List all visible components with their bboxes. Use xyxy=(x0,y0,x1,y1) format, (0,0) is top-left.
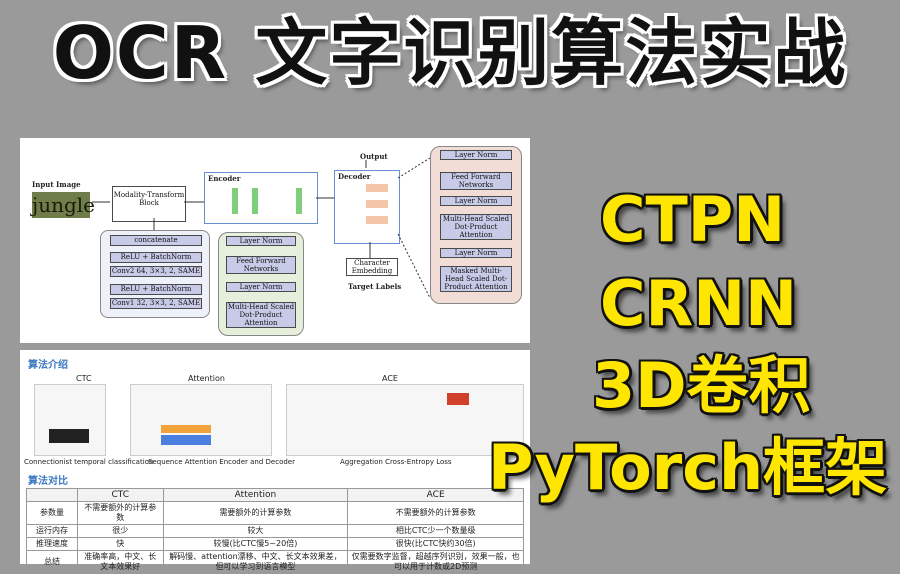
table-cell: 不需要额外的计算参数 xyxy=(77,501,164,525)
table-row: 参数量 不需要额外的计算参数 需要额外的计算参数 不需要额外的计算参数 xyxy=(26,501,524,525)
keyword-crnn: CRNN xyxy=(600,267,798,340)
dec-mha: Multi-Head Scaled Dot-Product Attention xyxy=(440,214,512,240)
dec-layer-norm-1: Layer Norm xyxy=(440,150,512,160)
encoder-bar-2 xyxy=(252,188,258,214)
table-row: 总结 准确率高，中文、长文本效果好 解码慢、attention漂移、中文、长文本… xyxy=(26,550,524,574)
table-cell: 很快(比CTC快约30倍) xyxy=(347,537,524,551)
decoder-label: Decoder xyxy=(338,172,371,181)
table-cell: 较慢(比CTC慢5~20倍) xyxy=(162,537,349,551)
ace-caption: Aggregation Cross-Entropy Loss xyxy=(340,458,452,466)
table-header: Attention xyxy=(162,488,349,502)
enc-layer-norm-1: Layer Norm xyxy=(226,236,296,246)
encoder-label: Encoder xyxy=(208,174,241,183)
page-title: OCR 文字识别算法实战 xyxy=(52,11,848,95)
table-cell: 仅需要数字监督，超越序列识别，效果一般，也可以用于计数或2D预测 xyxy=(347,550,524,574)
input-image-label: Input Image xyxy=(32,180,81,189)
decoder-box xyxy=(334,170,400,244)
compare-heading: 算法对比 xyxy=(28,476,68,487)
architecture-diagram: Input Image jungle Modality-Transform Bl… xyxy=(20,138,530,343)
dec-layer-norm-3: Layer Norm xyxy=(440,248,512,258)
dec-masked-mha: Masked Multi-Head Scaled Dot-Product Att… xyxy=(440,266,512,292)
table-cell: 需要额外的计算参数 xyxy=(162,501,349,525)
table-cell: 不需要额外的计算参数 xyxy=(347,501,524,525)
table-row: 推理速度 快 较慢(比CTC慢5~20倍) 很快(比CTC快约30倍) xyxy=(26,537,524,551)
table-header: CTC xyxy=(77,488,164,502)
table-cell: 准确率高，中文、长文本效果好 xyxy=(77,550,164,574)
table-cell: 推理速度 xyxy=(26,537,78,551)
intro-col-attention: Attention xyxy=(188,374,225,383)
table-cell: 相比CTC少一个数量级 xyxy=(347,524,524,538)
encoder-bar-3 xyxy=(296,188,302,214)
intro-col-ace: ACE xyxy=(382,374,398,383)
dec-layer-norm-2: Layer Norm xyxy=(440,196,512,206)
conv2-box: Conv2 64, 3×3, 2, SAME xyxy=(110,266,202,277)
table-cell: 运行内存 xyxy=(26,524,78,538)
relu-box-2: ReLU + BatchNorm xyxy=(110,284,202,295)
table-cell: 很少 xyxy=(77,524,164,538)
table-header xyxy=(26,488,78,502)
dec-ffn: Feed Forward Networks xyxy=(440,172,512,190)
table-cell: 较大 xyxy=(162,524,349,538)
decoder-cell-2 xyxy=(366,200,388,208)
keyword-ctpn: CTPN xyxy=(600,183,786,256)
intro-col-ctc: CTC xyxy=(76,374,92,383)
decoder-cell-3 xyxy=(366,216,388,224)
jungle-image: jungle xyxy=(32,192,95,218)
attention-caption: Sequence Attention Encoder and Decoder xyxy=(148,458,295,466)
decoder-cell-1 xyxy=(366,184,388,192)
table-header-row: CTC Attention ACE xyxy=(26,488,524,502)
enc-mha: Multi-Head Scaled Dot-Product Attention xyxy=(226,302,296,328)
char-embedding-box: Character Embedding xyxy=(346,258,398,276)
table-cell: 总结 xyxy=(26,550,78,574)
intro-heading: 算法介绍 xyxy=(28,360,68,371)
table-cell: 参数量 xyxy=(26,501,78,525)
diagram-arrows xyxy=(92,157,431,299)
ace-illustration xyxy=(286,384,524,456)
target-labels: Target Labels xyxy=(348,282,402,291)
keyword-pytorch: PyTorch框架 xyxy=(488,431,888,504)
algorithm-panel: 算法介绍 CTC Attention ACE Connectionist tem… xyxy=(20,350,530,574)
output-label: Output xyxy=(360,152,388,161)
encoder-bar-1 xyxy=(232,188,238,214)
ctc-illustration xyxy=(34,384,106,456)
enc-layer-norm-2: Layer Norm xyxy=(226,282,296,292)
enc-ffn: Feed Forward Networks xyxy=(226,256,296,274)
ctc-caption: Connectionist temporal classification xyxy=(24,458,154,466)
attention-illustration xyxy=(130,384,272,456)
concat-box: concatenate xyxy=(110,235,202,246)
modality-block: Modality-Transform Block xyxy=(112,186,186,222)
table-cell: 解码慢、attention漂移、中文、长文本效果差，但可以学习到语言模型 xyxy=(162,550,349,574)
table-row: 运行内存 很少 较大 相比CTC少一个数量级 xyxy=(26,524,524,538)
relu-box-1: ReLU + BatchNorm xyxy=(110,252,202,263)
compare-table: CTC Attention ACE 参数量 不需要额外的计算参数 需要额外的计算… xyxy=(26,488,524,574)
conv1-box: Conv1 32, 3×3, 2, SAME xyxy=(110,298,202,309)
table-cell: 快 xyxy=(77,537,164,551)
keyword-3d-conv: 3D卷积 xyxy=(592,349,811,422)
